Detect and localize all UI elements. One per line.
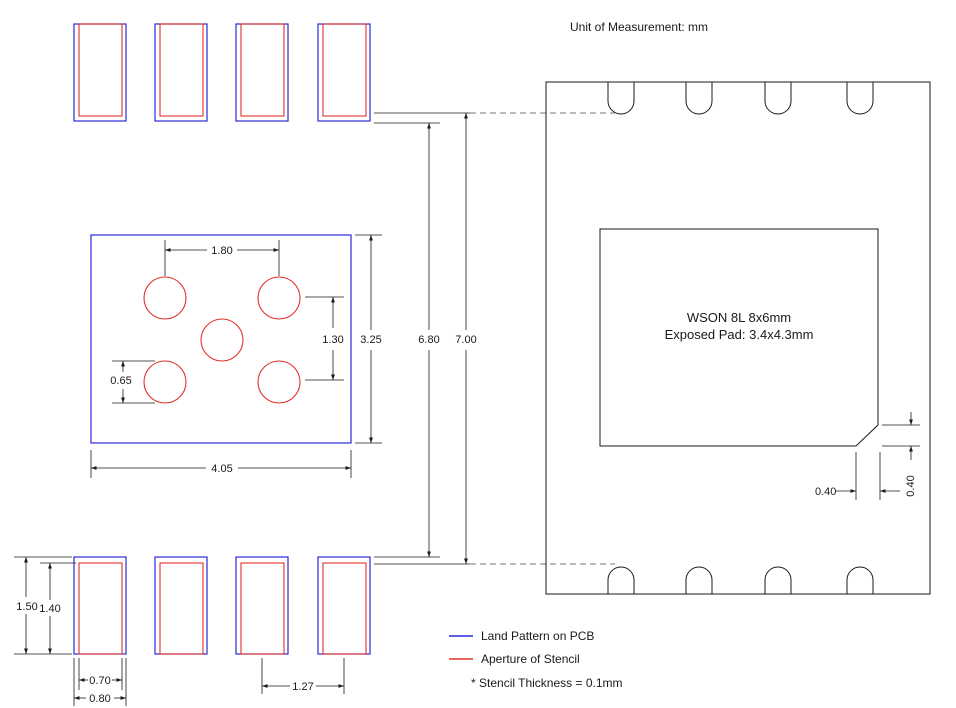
exposed-pad	[599, 228, 879, 447]
dim-label: 0.80	[89, 693, 110, 705]
package-subtitle: Exposed Pad: 3.4x4.3mm	[665, 327, 814, 342]
dim-label: 1.80	[211, 245, 232, 257]
package-outline	[545, 81, 931, 595]
dim-hole-diameter: 0.65	[110, 360, 155, 404]
stencil-hole	[257, 276, 301, 320]
package-pin	[607, 82, 635, 115]
dim-inner-span: 6.80	[418, 123, 440, 557]
stencil-hole	[257, 360, 301, 404]
stencil-hole	[143, 276, 187, 320]
dim-label: 4.05	[211, 463, 232, 475]
dim-label: 1.50	[16, 601, 37, 613]
dim-label: 1.30	[322, 334, 343, 346]
dim-label: 1.27	[292, 681, 313, 693]
legend-land-label: Land Pattern on PCB	[481, 629, 594, 643]
package-pin	[685, 566, 713, 594]
dim-label: 0.40	[905, 475, 917, 496]
dim-pad-length: 1.50 1.40	[14, 556, 76, 655]
dim-pad-pitch: 1.27	[261, 658, 345, 694]
dim-pad-width: 0.70 0.80	[73, 658, 127, 706]
exposed-pad-land	[90, 234, 352, 444]
package-pin	[685, 82, 713, 115]
dim-ep-height: 3.25	[355, 234, 382, 444]
land-pad	[73, 556, 127, 655]
package-pin	[846, 566, 874, 594]
dim-hole-pitch: 1.80	[164, 240, 280, 276]
dim-chamfer-y: 0.40	[882, 412, 920, 497]
stencil-note: * Stencil Thickness = 0.1mm	[471, 676, 623, 690]
package-pin	[846, 82, 874, 115]
land-pad	[154, 556, 208, 655]
stencil-hole	[143, 360, 187, 404]
dim-label: 3.25	[360, 334, 381, 346]
land-pad	[154, 23, 208, 122]
dim-label: 0.70	[89, 675, 110, 687]
land-pad	[73, 23, 127, 122]
extension-lines	[374, 112, 615, 565]
dim-outer-span: 7.00	[455, 113, 477, 564]
dim-hole-row-pitch: 1.30	[305, 296, 344, 381]
package-pin	[764, 82, 792, 115]
bottom-pad-row	[73, 556, 371, 655]
land-pad	[235, 556, 289, 655]
legend-aperture-label: Aperture of Stencil	[481, 652, 580, 666]
legend: Land Pattern on PCB Aperture of Stencil …	[449, 629, 623, 690]
dim-label: 0.40	[815, 486, 836, 498]
land-pad	[235, 23, 289, 122]
dim-ep-width: 4.05	[90, 450, 352, 478]
dim-chamfer-x: 0.40	[815, 452, 900, 500]
dim-label: 6.80	[418, 334, 439, 346]
land-pad	[317, 23, 371, 122]
package-title: WSON 8L 8x6mm	[687, 310, 791, 325]
dim-label: 1.40	[39, 603, 60, 615]
dim-label: 7.00	[455, 334, 476, 346]
land-pad	[317, 556, 371, 655]
package-pin	[607, 566, 635, 594]
package-pin	[764, 566, 792, 594]
unit-label: Unit of Measurement: mm	[570, 20, 708, 34]
dim-label: 0.65	[110, 375, 131, 387]
top-pad-row	[73, 23, 371, 122]
stencil-hole	[200, 318, 244, 362]
